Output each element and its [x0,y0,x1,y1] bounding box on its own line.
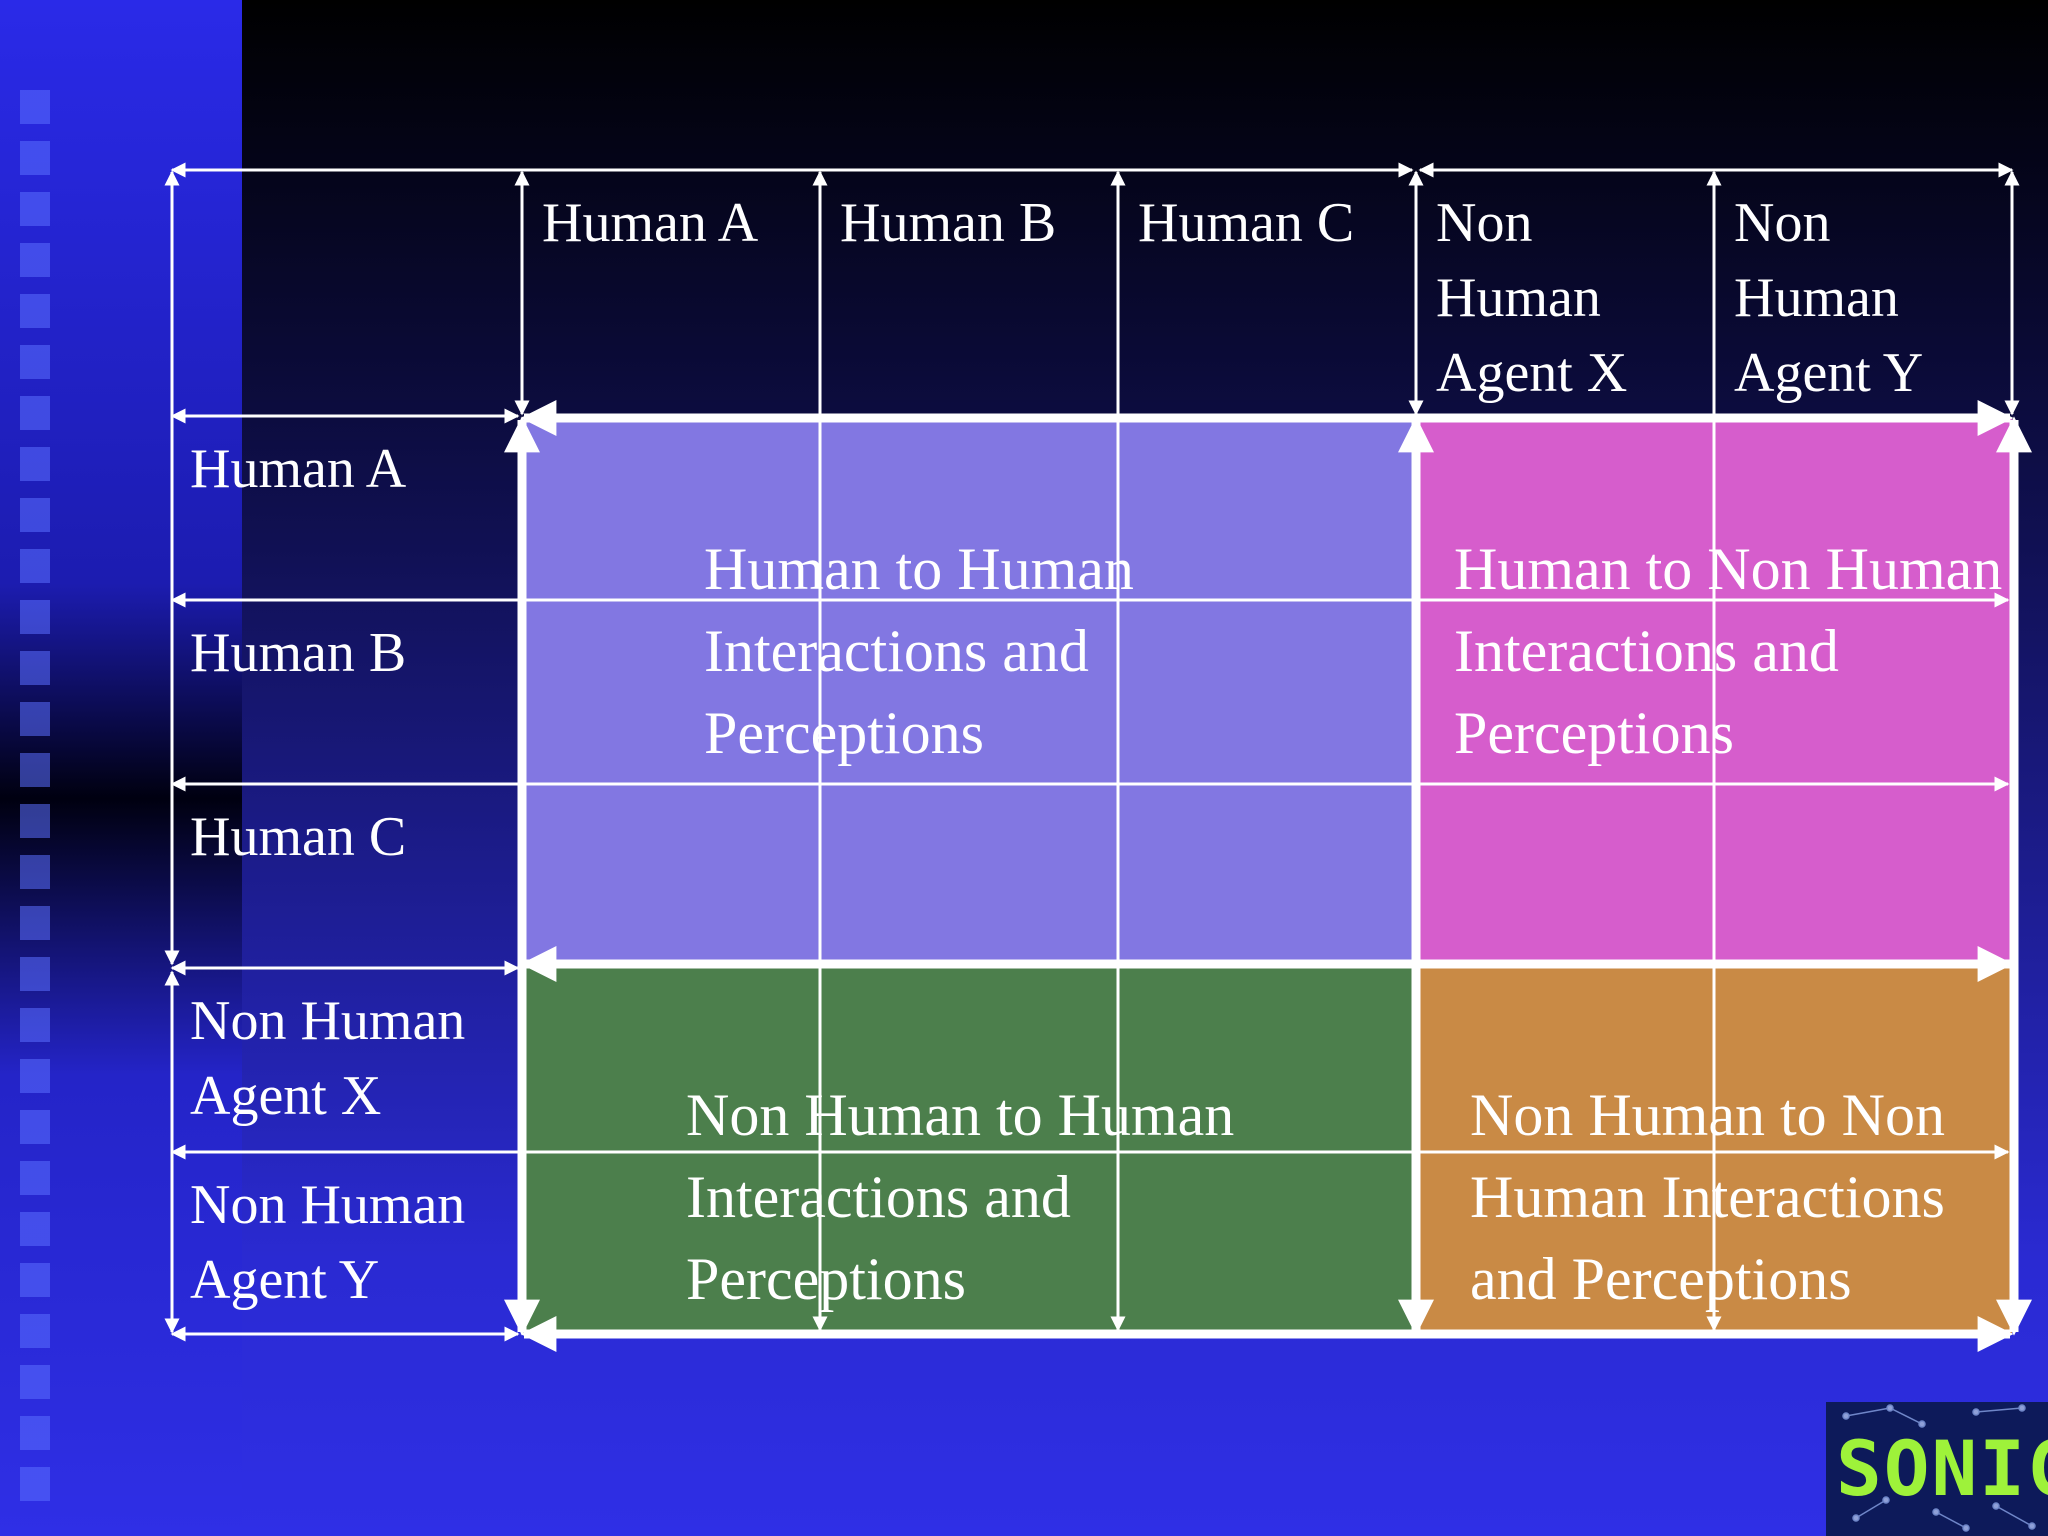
row-header-non-human-agent-x: Non Human Agent X [190,990,466,1127]
row-header-human-a: Human A [190,438,407,500]
sonic-logo: SONIC [1826,1402,2048,1536]
row-header-non-human-agent-y: Non Human Agent Y [190,1174,466,1311]
row-header-human-c: Human C [190,806,407,868]
logo-constellation [1842,1404,2036,1532]
column-header-human-a: Human A [542,192,759,254]
column-header-human-c: Human C [1138,192,1355,254]
column-header-human-b: Human B [840,192,1057,254]
column-header-non-human-agent-x: Non Human Agent X [1436,192,1628,404]
quadrant-human-to-human: Human to Human Interactions and Percepti… [522,418,1416,964]
logo-text: SONIC [1836,1424,2048,1513]
row-header-human-b: Human B [190,622,407,684]
quadrant-label-human-to-human: Human to Human Interactions and Percepti… [704,536,1134,766]
column-header-non-human-agent-y: Non Human Agent Y [1734,192,1924,404]
left-square-pattern [20,90,50,1510]
quadrant-label-human-to-non-human: Human to Non Human Interactions and Perc… [1454,536,2003,766]
